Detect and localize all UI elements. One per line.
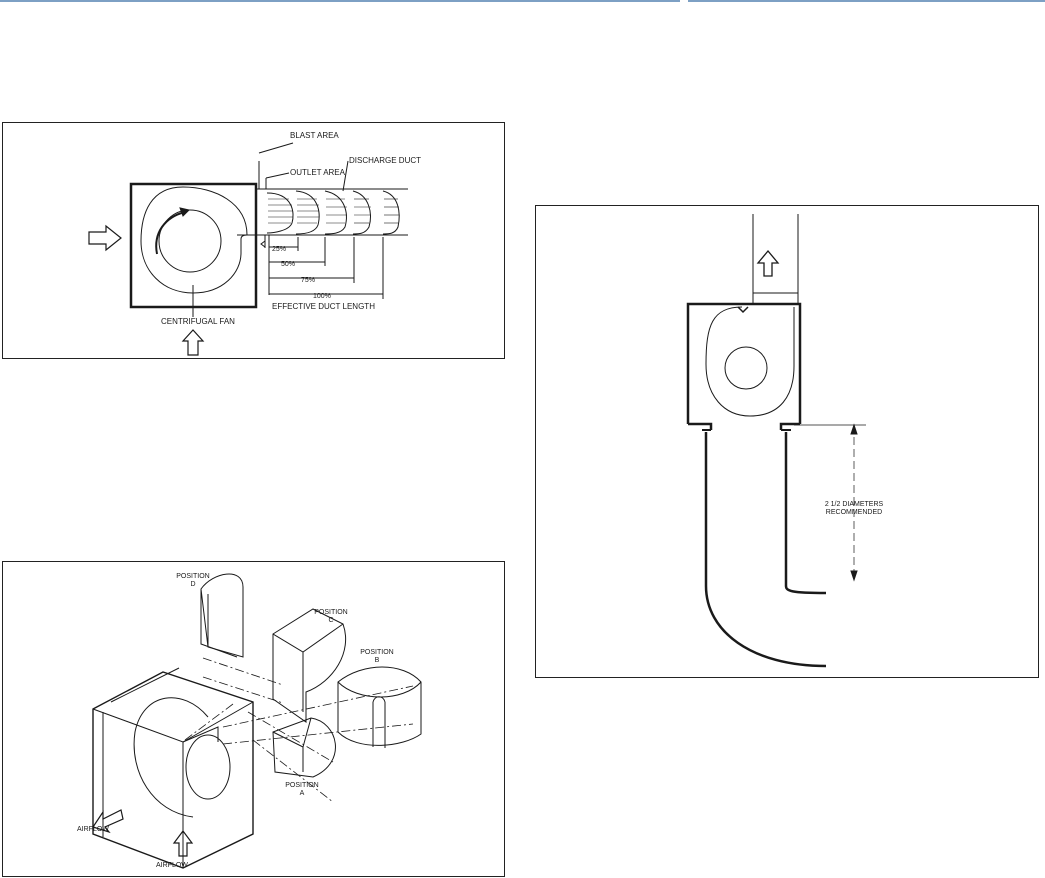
fan-wheel — [185, 734, 231, 800]
label-pct-100: 100% — [313, 293, 331, 300]
velocity-profile-100 — [382, 190, 400, 235]
position-a-elbow — [272, 717, 336, 778]
centrifugal-fan-diagram: BLAST AREA OUTLET AREA DISCHARGE DUCT 25… — [88, 131, 421, 356]
inlet-duct-elbow-inner — [784, 432, 827, 595]
label-pct-25: 25% — [272, 246, 286, 253]
label-recommended: RECOMMENDED — [826, 509, 882, 516]
fan-cabinet — [92, 671, 254, 869]
figure-inlet-spacing: 2 1/2 DIAMETERS RECOMMENDED — [535, 205, 1039, 678]
position-c-elbow — [272, 608, 347, 723]
label-position-d: POSITION — [176, 573, 209, 580]
airflow-arrow-bottom — [172, 830, 194, 857]
figure-outlet-positions: POSITION D POSITION C POSITION B POSITIO… — [2, 561, 505, 877]
label-position-d-letter: D — [190, 581, 195, 588]
label-position-c-letter: C — [328, 617, 333, 624]
outlet-positions-diagram: POSITION D POSITION C POSITION B POSITIO… — [77, 573, 422, 869]
velocity-profile-25 — [295, 190, 320, 235]
label-pct-50: 50% — [281, 261, 295, 268]
label-diameters: 2 1/2 DIAMETERS — [825, 501, 884, 508]
inlet-arrow-bottom — [181, 329, 205, 356]
figure-centrifugal-fan-discharge: BLAST AREA OUTLET AREA DISCHARGE DUCT 25… — [2, 122, 505, 359]
position-b-elbow — [337, 666, 422, 746]
label-effective-duct-length: EFFECTIVE DUCT LENGTH — [272, 302, 375, 311]
header-rule-left — [0, 0, 680, 2]
airflow-arrow-left — [92, 809, 124, 834]
label-discharge-duct: DISCHARGE DUCT — [349, 156, 421, 165]
label-position-b-letter: B — [375, 657, 380, 664]
rotation-arrow — [155, 211, 186, 255]
fan-wheel — [158, 209, 222, 273]
position-d-elbow — [200, 573, 244, 658]
label-pct-75: 75% — [301, 277, 315, 284]
label-position-a-letter: A — [300, 790, 305, 797]
velocity-profile-50 — [324, 190, 347, 235]
label-airflow-bottom: AIRFLOW — [156, 862, 188, 869]
label-outlet-area: OUTLET AREA — [290, 168, 346, 177]
label-position-a: POSITION — [285, 782, 318, 789]
outlet-arrow-up — [756, 249, 780, 277]
label-blast-area: BLAST AREA — [290, 131, 339, 140]
fan-scroll-side — [133, 697, 209, 818]
velocity-profile-75 — [352, 190, 371, 235]
label-airflow-left: AIRFLOW — [77, 826, 109, 833]
fan-scroll — [705, 306, 795, 417]
label-position-b: POSITION — [360, 649, 393, 656]
fan-housing — [686, 302, 802, 424]
velocity-profile-0 — [266, 192, 294, 234]
fan-wheel — [724, 346, 768, 390]
inlet-spacing-diagram: 2 1/2 DIAMETERS RECOMMENDED — [686, 214, 884, 668]
header-rule-right — [688, 0, 1045, 2]
label-position-c: POSITION — [314, 609, 347, 616]
inlet-duct-elbow-outer — [704, 432, 827, 668]
inlet-arrow-left — [88, 224, 122, 252]
fan-scroll — [140, 186, 248, 294]
label-centrifugal-fan: CENTRIFUGAL FAN — [161, 317, 235, 326]
